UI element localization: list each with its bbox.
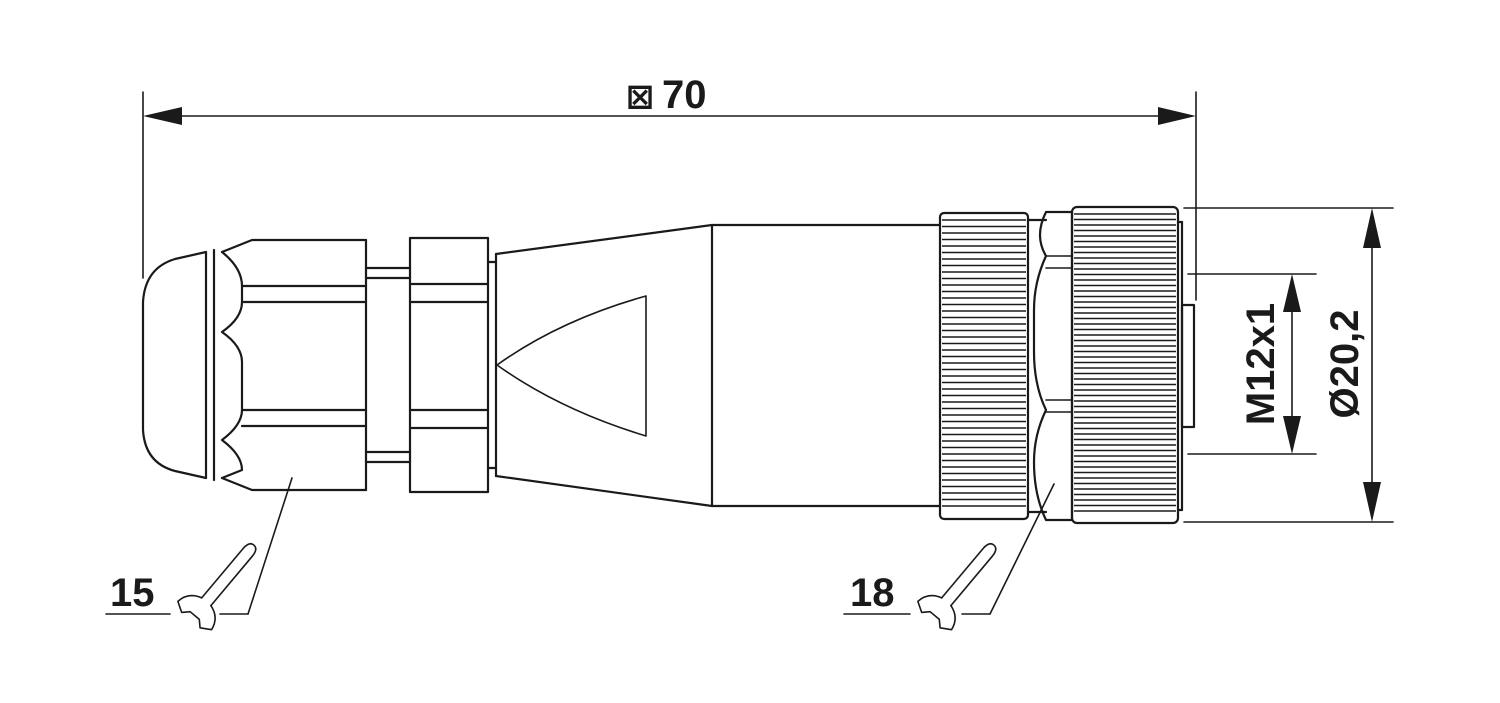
hex-nut-18 [1026,210,1074,522]
overall-length-symbol: ⊠ [626,78,655,116]
knurled-ring-b [1070,205,1184,525]
knurl-b [1074,213,1176,512]
cable-gland-dome [141,248,216,482]
wrench-icon-18 [917,542,997,631]
wrench-callout-18: 18 [843,483,1055,631]
diameter-dimension: Ø20,2 [1183,207,1394,523]
wrench-icon-15 [177,542,257,631]
thread-dimension: M12x1 [1187,273,1317,455]
overall-length-value: 70 [662,73,707,117]
second-nut [408,236,498,494]
thread-label: M12x1 [1239,303,1283,425]
wrench-size-18: 18 [850,571,895,615]
diameter-label: Ø20,2 [1323,310,1367,419]
hex-nut-15 [220,238,368,492]
knurl-a [942,219,1026,507]
sleeve-gap [364,266,412,464]
tapered-body [494,223,942,508]
wrench-callout-15: 15 [105,477,293,631]
front-face [1180,303,1196,429]
knurled-ring-a [938,211,1030,521]
wrench-size-15: 15 [110,571,155,615]
overall-length-dimension: ⊠ 70 [142,73,1197,301]
